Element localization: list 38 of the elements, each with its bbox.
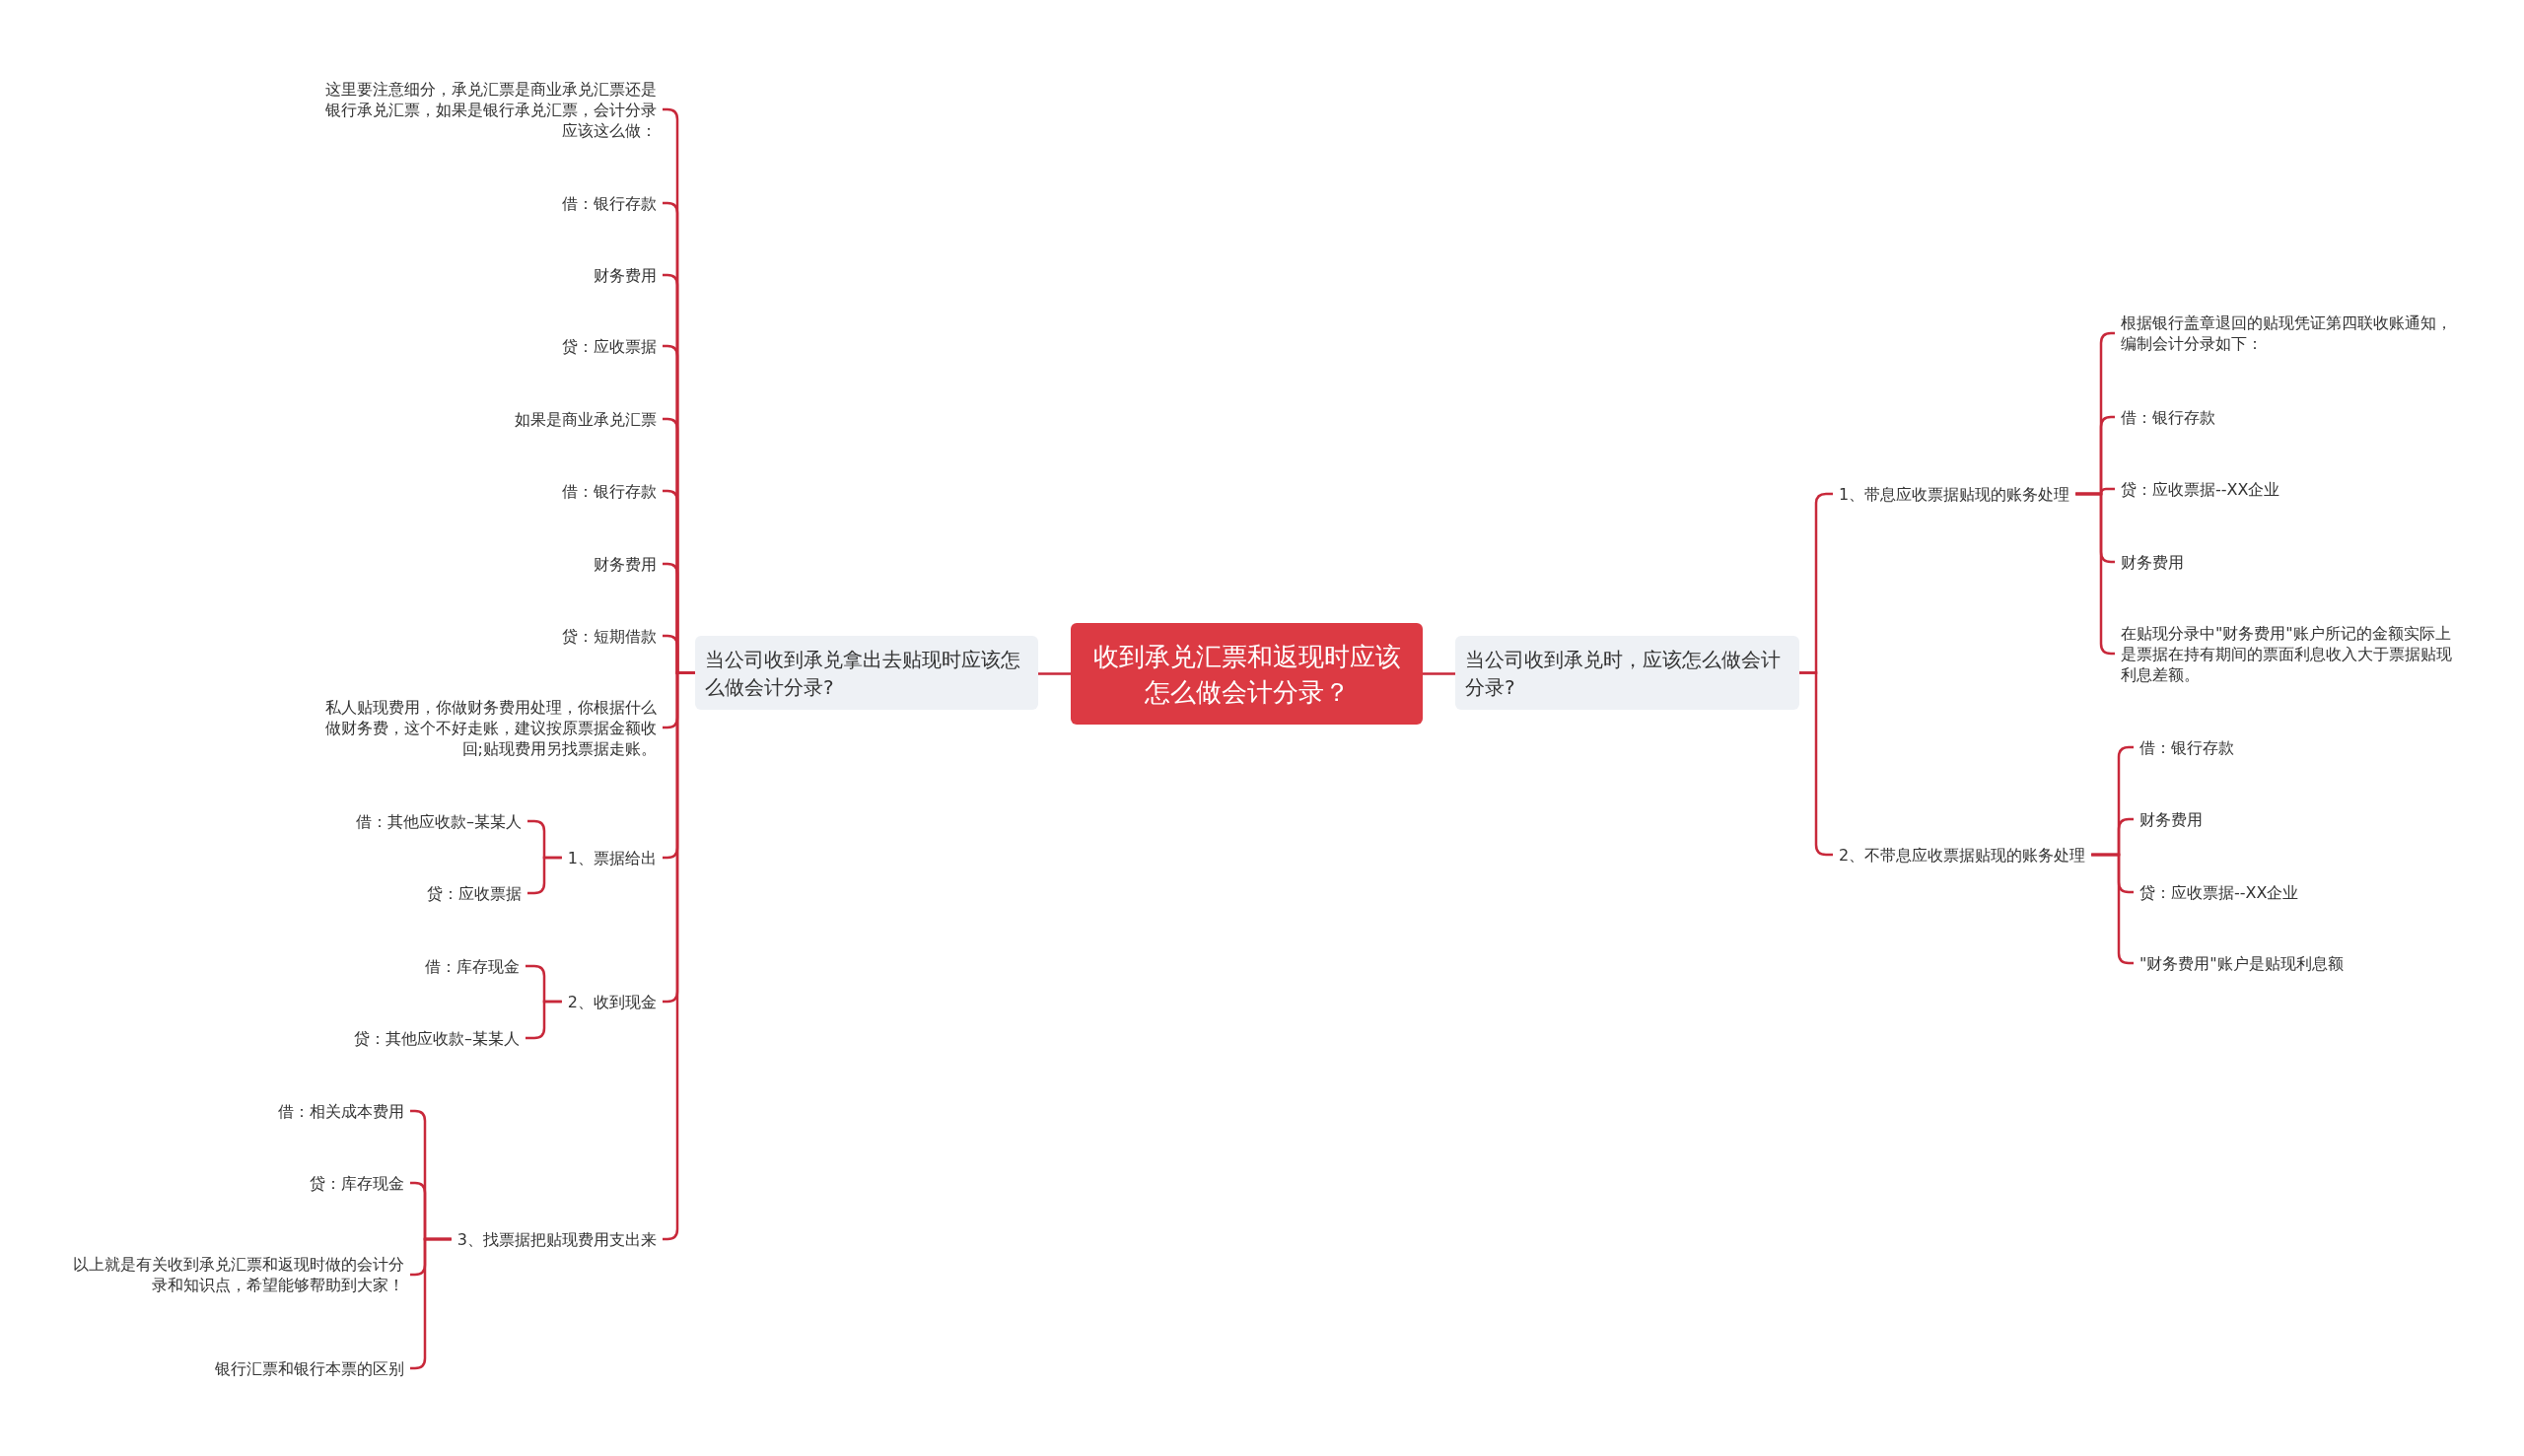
branch-text: 私人贴现费用，你做财务费用处理，你根据什么做财务费，这个不好走账，建议按原票据金额收回;贴现费用另找票据走账。	[316, 694, 663, 761]
branch-text: 贷：应收票据	[421, 880, 527, 906]
branch-text: 借：库存现金	[419, 953, 526, 979]
branch-text: 这里要注意细分，承兑汇票是商业承兑汇票还是银行承兑汇票，如果是银行承兑汇票，会计分录应该这么做：	[316, 76, 663, 143]
branch-text: 贷：短期借款	[556, 623, 663, 649]
branch-text: 借：银行存款	[556, 478, 663, 504]
branch-text: 财务费用	[588, 551, 663, 577]
branch-text: 贷：库存现金	[304, 1170, 410, 1196]
central-topic-box: 收到承兑汇票和返现时应该怎么做会计分录？	[1071, 623, 1423, 725]
branch-text: 借：相关成本费用	[272, 1098, 410, 1124]
connector-line	[526, 1000, 562, 1040]
branch-text: 在贴现分录中"财务费用"账户所记的金额实际上是票据在持有期间的票面利息收入大于票据贴现利息差额。	[2115, 620, 2467, 687]
branch-text: 根据银行盖章退回的贴现凭证第四联收账通知，编制会计分录如下：	[2115, 311, 2467, 356]
branch-text: 财务费用	[2134, 806, 2208, 832]
topic-box: 当公司收到承兑拿出去贴现时应该怎么做会计分录?	[695, 636, 1038, 710]
topic-box: 当公司收到承兑时，应该怎么做会计分录?	[1455, 636, 1799, 710]
branch-text: 贷：应收票据--XX企业	[2134, 879, 2305, 905]
branch-text: 以上就是有关收到承兑汇票和返现时做的会计分录和知识点，希望能够帮助到大家！	[63, 1252, 410, 1297]
branch-text: 1、票据给出	[561, 845, 663, 870]
branch-text: 借：银行存款	[2115, 404, 2221, 430]
branch-text: 贷：应收票据	[556, 333, 663, 359]
branch-text: 2、收到现金	[561, 989, 663, 1014]
branch-text: "财务费用"账户是贴现利息额	[2134, 950, 2349, 976]
branch-text: 借：银行存款	[556, 190, 663, 216]
branch-text: 贷：应收票据--XX企业	[2115, 476, 2286, 502]
branch-text: 3、找票据把贴现费用支出来	[451, 1226, 663, 1252]
branch-text: 1、带息应收票据贴现的账务处理	[1833, 481, 2076, 507]
connector-line	[527, 856, 562, 895]
branch-text: 财务费用	[2115, 549, 2190, 575]
branch-text: 借：其他应收款–某某人	[350, 808, 527, 834]
branch-text: 2、不带息应收票据贴现的账务处理	[1833, 842, 2092, 867]
branch-text: 如果是商业承兑汇票	[509, 406, 663, 432]
branch-text: 银行汇票和银行本票的区别	[209, 1355, 410, 1381]
connector-line	[1423, 672, 1455, 675]
connector-line	[1038, 672, 1071, 675]
branch-text: 贷：其他应收款–某某人	[348, 1025, 526, 1051]
branch-text: 借：银行存款	[2134, 734, 2240, 760]
branch-text: 财务费用	[588, 262, 663, 288]
